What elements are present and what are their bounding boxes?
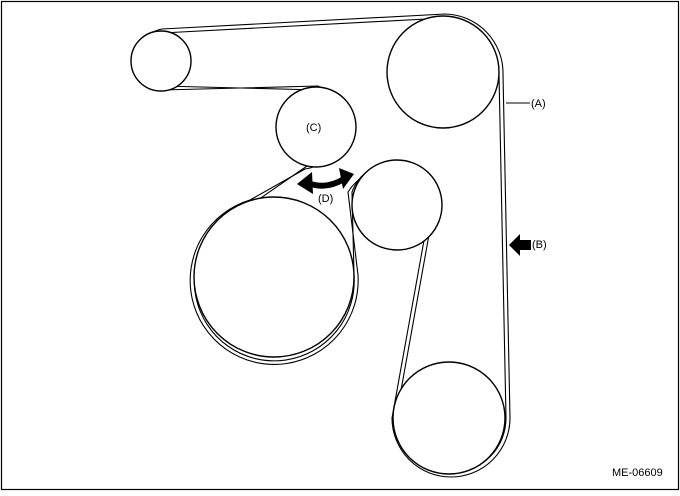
label-c: (C) — [306, 122, 321, 134]
tensioner-pulley-c — [275, 86, 357, 168]
figure-code: ME-06609 — [612, 467, 663, 479]
push-arrow-b — [509, 234, 531, 256]
double-arrow-d-shaft — [306, 176, 346, 189]
pulley-large-left — [193, 196, 355, 358]
double-arrow-d-left-head — [297, 172, 313, 194]
pulley-top-right — [386, 15, 500, 129]
label-b: (B) — [532, 239, 547, 251]
label-a: (A) — [531, 98, 546, 110]
idler-pulley-top-left — [130, 30, 192, 92]
label-d: (D) — [318, 193, 333, 205]
double-arrow-d — [297, 168, 354, 194]
crankshaft-pulley-bottom — [392, 361, 506, 475]
idler-pulley-center — [351, 159, 443, 251]
double-arrow-d-right-head — [339, 168, 354, 189]
